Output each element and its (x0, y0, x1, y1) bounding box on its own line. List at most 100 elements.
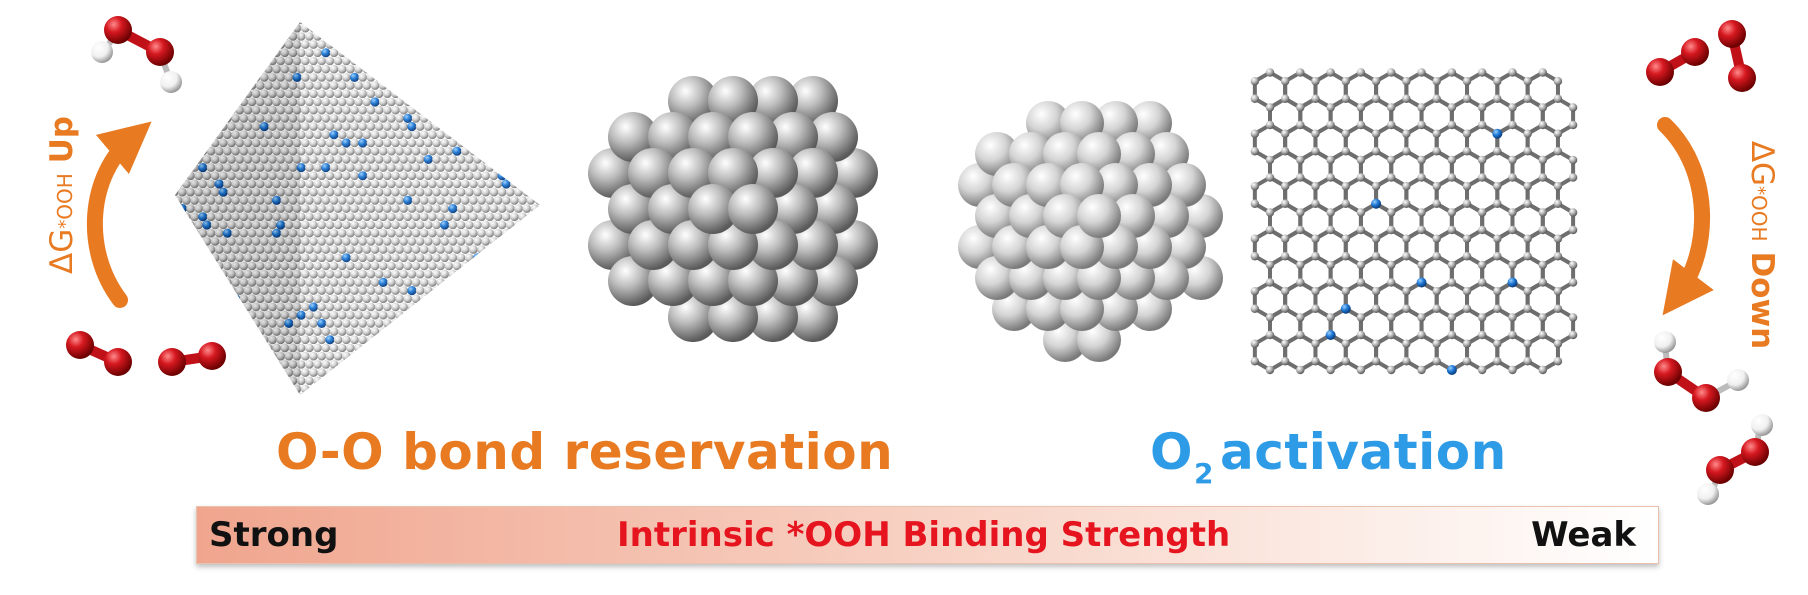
metal-atom (440, 171, 450, 181)
metal-atom (214, 163, 224, 172)
carbon-atom (1508, 68, 1517, 77)
metal-atom (481, 319, 491, 328)
metal-atom (337, 245, 347, 254)
metal-atom (255, 179, 265, 189)
metal-atom (493, 196, 503, 205)
metal-atom (231, 360, 240, 369)
carbon-atom (1326, 120, 1335, 130)
metal-atom (510, 310, 519, 320)
metal-atom (186, 40, 195, 49)
metal-atom (288, 392, 298, 395)
metal-atom (518, 179, 527, 189)
metal-atom (411, 64, 421, 74)
metal-atom (383, 122, 392, 131)
metal-atom (407, 319, 417, 328)
metal-atom (354, 228, 363, 238)
metal-atom (419, 261, 429, 271)
metal-atom (178, 253, 187, 263)
metal-atom (428, 327, 437, 336)
metal-atom (272, 114, 281, 123)
metal-atom (506, 187, 515, 197)
metal-atom (346, 376, 355, 386)
metal-atom (292, 105, 302, 115)
carbon-atom (1326, 68, 1335, 77)
metal-atom (407, 171, 417, 181)
metal-atom (481, 384, 491, 394)
metal-atom (239, 163, 249, 172)
metal-atom (522, 269, 531, 279)
metal-atom (309, 220, 318, 230)
metal-atom (407, 237, 417, 246)
metal-atom (329, 310, 339, 320)
metal-atom (477, 64, 486, 74)
metal-atom (350, 105, 359, 115)
metal-atom (432, 319, 441, 328)
metal-atom (501, 360, 511, 369)
metal-atom (489, 122, 499, 131)
metal-atom (166, 295, 175, 304)
carbon-atom (1523, 252, 1532, 261)
metal-atom (337, 22, 347, 25)
metal-atom (175, 204, 179, 213)
metal-atom (481, 286, 491, 295)
metal-atom (399, 138, 409, 148)
metal-atom (309, 155, 318, 164)
metal-atom (219, 368, 228, 377)
metal-atom (313, 114, 322, 123)
metal-atom (301, 220, 310, 230)
metal-atom (194, 302, 203, 312)
metal-atom (522, 73, 531, 82)
metal-atom (411, 48, 421, 58)
metal-atom (223, 32, 232, 41)
metal-atom (264, 278, 273, 287)
metal-atom (329, 32, 339, 41)
metal-atom (428, 81, 437, 90)
metal-atom (223, 130, 232, 140)
metal-atom (501, 48, 511, 58)
metal-atom (337, 196, 347, 205)
carbon-atom (1508, 120, 1517, 130)
carbon-atom (1493, 252, 1502, 261)
metal-atom (391, 220, 400, 230)
metal-atom (354, 163, 363, 172)
metal-atom (493, 97, 503, 107)
metal-atom (510, 130, 519, 140)
metal-atom (178, 302, 187, 312)
metal-atom (456, 253, 466, 263)
metal-atom (407, 56, 417, 66)
carbon-atom (1493, 147, 1502, 156)
metal-atom (333, 40, 343, 49)
metal-atom (342, 105, 351, 115)
metal-atom (313, 179, 322, 189)
metal-atom (198, 376, 208, 386)
dopant-atom (452, 146, 462, 156)
metal-atom (510, 228, 519, 238)
metal-atom (530, 286, 540, 295)
metal-atom (469, 212, 478, 222)
binding-strength-title: Intrinsic *OOH Binding Strength (617, 515, 1231, 555)
metal-atom (223, 196, 232, 205)
metal-atom (432, 105, 441, 115)
metal-atom (493, 343, 503, 353)
metal-atom (227, 351, 236, 361)
metal-atom (305, 146, 314, 156)
metal-atom (383, 253, 392, 263)
metal-atom (506, 138, 515, 148)
dopant-atom (296, 163, 306, 173)
metal-atom (235, 40, 244, 49)
metal-atom (239, 327, 249, 336)
metal-atom (337, 228, 347, 238)
metal-atom (465, 187, 474, 197)
metal-atom (354, 360, 363, 369)
metal-atom (309, 122, 318, 131)
metal-atom (481, 23, 491, 33)
metal-atom (243, 253, 253, 263)
metal-atom (514, 286, 523, 295)
metal-atom (296, 114, 306, 123)
metal-atom (440, 384, 450, 394)
metal-atom (175, 228, 183, 238)
metal-atom (510, 294, 519, 304)
metal-atom (247, 327, 257, 336)
metal-atom (342, 335, 351, 345)
carbon-atom (1326, 260, 1335, 270)
